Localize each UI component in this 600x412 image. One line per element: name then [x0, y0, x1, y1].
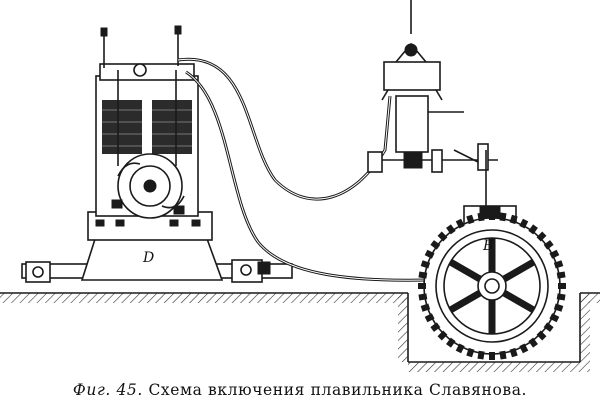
- gear-tooth: [477, 350, 485, 360]
- gear-tooth: [536, 231, 547, 242]
- furnace-label: B: [482, 238, 493, 254]
- gear-tooth: [553, 303, 564, 312]
- gear-tooth: [549, 313, 560, 323]
- gear-tooth: [543, 240, 554, 250]
- figure-title: Схема включения плавильника Славянова.: [148, 381, 528, 399]
- gear-tooth: [418, 271, 428, 279]
- gear-tooth: [556, 293, 566, 301]
- gear-tooth: [455, 343, 465, 354]
- furnace-wheel: [418, 205, 566, 360]
- gear-tooth: [509, 347, 518, 358]
- gear-tooth: [418, 283, 426, 289]
- gear-teeth: [418, 212, 566, 360]
- gear-tooth: [528, 224, 538, 235]
- gear-tooth: [489, 352, 495, 360]
- gear-tooth: [437, 330, 448, 341]
- gear-tooth: [424, 249, 435, 259]
- gear-tooth: [549, 249, 560, 259]
- gear-tooth: [418, 293, 428, 301]
- gear-tooth: [556, 271, 566, 279]
- wheel-spoke: [502, 258, 536, 283]
- gear-tooth: [558, 283, 566, 289]
- gear-tooth: [455, 218, 465, 229]
- gear-tooth: [446, 337, 456, 348]
- gear-tooth: [424, 313, 435, 323]
- wheel-spoke: [448, 258, 482, 283]
- figure-number: Фиг. 45.: [72, 381, 143, 399]
- dynamo-label: D: [142, 250, 154, 266]
- figure-caption: Фиг. 45. Схема включения плавильника Сла…: [0, 381, 600, 407]
- gear-tooth: [489, 212, 495, 220]
- gear-tooth: [509, 214, 518, 225]
- gear-tooth: [430, 322, 441, 332]
- diagram-canvas: D B: [0, 0, 600, 372]
- gear-tooth: [477, 212, 485, 222]
- gear-tooth: [543, 322, 554, 332]
- gear-tooth: [499, 350, 507, 360]
- gear-tooth: [420, 303, 431, 312]
- dynamo-machine: [80, 25, 224, 281]
- gear-tooth: [446, 224, 456, 235]
- gear-tooth: [499, 212, 507, 222]
- wheel-spoke: [448, 289, 482, 314]
- gear-tooth: [466, 347, 475, 358]
- gear-tooth: [536, 330, 547, 341]
- ground: [0, 292, 600, 372]
- gear-tooth: [553, 260, 564, 269]
- gear-tooth: [420, 260, 431, 269]
- gear-tooth: [437, 231, 448, 242]
- gear-tooth: [466, 214, 475, 225]
- gear-tooth: [519, 343, 529, 354]
- gear-tooth: [519, 218, 529, 229]
- gear-tooth: [430, 240, 441, 250]
- electrode-holder: [367, 0, 498, 208]
- wheel-spoke: [502, 289, 536, 314]
- cables: [177, 57, 429, 282]
- gear-tooth: [528, 337, 538, 348]
